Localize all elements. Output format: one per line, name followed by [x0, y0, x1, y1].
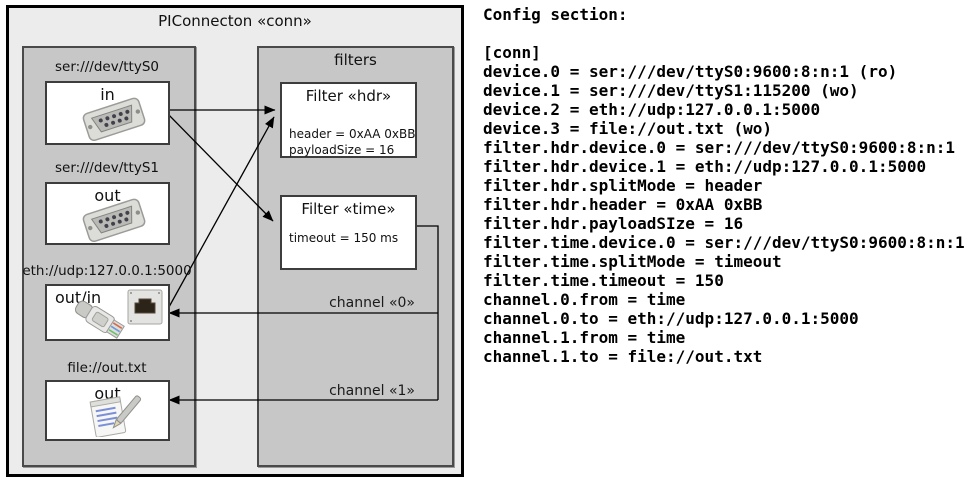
device-label-ttys0: ser:///dev/ttyS0	[55, 59, 159, 75]
serial-connector-icon	[82, 97, 146, 141]
notepad-pen-icon	[89, 395, 142, 437]
filter-time-timeout-property: timeout = 150 ms	[289, 231, 399, 245]
filters-group-title: filters	[334, 51, 377, 69]
config-line: device.0 = ser:///dev/ttyS0:9600:8:n:1 (…	[483, 62, 898, 81]
ethernet-cable-icon	[74, 300, 125, 339]
config-line: channel.0.from = time	[483, 290, 686, 309]
config-line: filter.time.timeout = 150	[483, 271, 724, 290]
config-line: filter.hdr.device.0 = ser:///dev/ttyS0:9…	[483, 138, 956, 157]
config-line: channel.0.to = eth://udp:127.0.0.1:5000	[483, 309, 859, 328]
config-line: filter.hdr.device.1 = eth://udp:127.0.0.…	[483, 157, 927, 176]
channel-1-label: channel «1»	[329, 383, 415, 399]
config-line: filter.hdr.payloadSIze = 16	[483, 214, 744, 233]
config-line: device.2 = eth://udp:127.0.0.1:5000	[483, 100, 821, 119]
device-label-file: file://out.txt	[67, 360, 147, 376]
port-label-out: out	[94, 186, 121, 205]
filter-hdr-title: Filter «hdr»	[305, 87, 392, 105]
device-box-ttys0: in	[45, 81, 170, 145]
filter-hdr-header-property: header = 0xAA 0xBB	[289, 127, 416, 141]
config-line: device.1 = ser:///dev/ttyS1:115200 (wo)	[483, 81, 859, 100]
config-line: filter.time.splitMode = timeout	[483, 252, 782, 271]
config-section: Config section: [conn] device.0 = ser://…	[483, 5, 964, 366]
config-heading: Config section:	[483, 5, 628, 24]
config-line: [conn]	[483, 43, 541, 62]
device-label-ttys1: ser:///dev/ttyS1	[55, 160, 159, 176]
diagram-title: PIConnecton «conn»	[158, 12, 312, 30]
filter-time-title: Filter «time»	[301, 200, 396, 218]
serial-connector-icon	[82, 198, 146, 242]
config-line: device.3 = file://out.txt (wo)	[483, 119, 772, 138]
filter-hdr-box: Filter «hdr» header = 0xAA 0xBB payloadS…	[280, 82, 417, 158]
filter-hdr-payloadsize-property: payloadSize = 16	[289, 143, 395, 157]
device-label-eth: eth://udp:127.0.0.1:5000	[22, 263, 192, 279]
ethernet-port-icon	[127, 289, 163, 325]
config-line: filter.time.device.0 = ser:///dev/ttyS0:…	[483, 233, 964, 252]
device-box-ttys1: out	[45, 182, 170, 245]
port-label-in: in	[100, 85, 115, 104]
device-box-file: out	[45, 380, 170, 441]
piconnecton-diagram: PIConnecton «conn» filters	[6, 5, 464, 477]
config-line: channel.1.from = time	[483, 328, 686, 347]
device-box-eth: out/in	[45, 284, 170, 341]
config-line: filter.hdr.splitMode = header	[483, 176, 763, 195]
config-line: channel.1.to = file://out.txt	[483, 347, 763, 366]
port-label-out-in: out/in	[55, 288, 102, 307]
config-line: filter.hdr.header = 0xAA 0xBB	[483, 195, 763, 214]
channel-0-label: channel «0»	[329, 295, 415, 311]
filter-time-box: Filter «time» timeout = 150 ms	[280, 195, 417, 270]
